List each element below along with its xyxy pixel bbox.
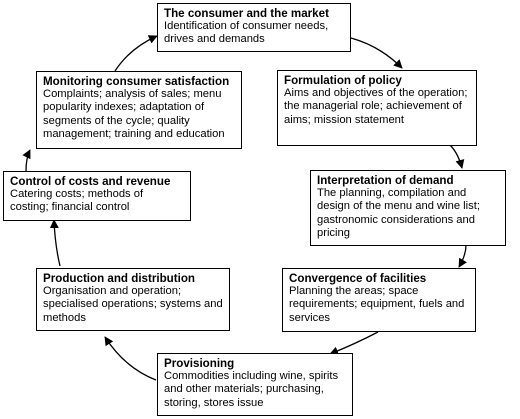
node-provisioning: Provisioning Commodities including wine,… <box>157 353 353 416</box>
node-title: Interpretation of demand <box>317 174 454 187</box>
arrow-monitoring-to-consumer <box>114 35 158 72</box>
node-body: Organisation and operation; specialised … <box>43 285 223 324</box>
node-title: Control of costs and revenue <box>10 175 171 188</box>
node-consumer-market: The consumer and the market Identificati… <box>157 3 351 52</box>
node-body: The planning, compilation and design of … <box>317 187 480 239</box>
node-title: Convergence of facilities <box>289 272 427 285</box>
node-formulation-policy: Formulation of policy Aims and objective… <box>277 70 477 146</box>
arrow-demand-to-facilities <box>458 244 467 268</box>
node-title: Monitoring consumer satisfaction <box>43 75 230 88</box>
arrow-consumer-to-policy <box>350 37 403 69</box>
node-title: Production and distribution <box>43 272 195 285</box>
arrow-production-to-control <box>49 219 61 267</box>
node-title: Provisioning <box>164 357 235 370</box>
node-body: Commodities including wine, spirits and … <box>164 370 339 409</box>
node-body: Catering costs; methods of costing; fina… <box>10 188 144 214</box>
node-title: Formulation of policy <box>284 74 402 87</box>
node-body: Aims and objectives of the operation; th… <box>284 87 468 126</box>
node-body: Complaints; analysis of sales; menu popu… <box>43 88 225 140</box>
node-body: Identification of consumer needs, drives… <box>164 20 329 46</box>
arrow-provisioning-to-production <box>104 336 157 381</box>
node-body: Planning the areas; space requirements; … <box>289 285 465 324</box>
node-interpretation-demand: Interpretation of demand The planning, c… <box>310 170 506 246</box>
arrow-facilities-to-provisioning <box>329 331 379 356</box>
node-control-costs-revenue: Control of costs and revenue Catering co… <box>3 171 191 221</box>
arrow-policy-to-demand <box>449 144 465 169</box>
node-title: The consumer and the market <box>164 7 329 20</box>
arrow-control-to-monitoring <box>22 149 31 172</box>
node-monitoring-satisfaction: Monitoring consumer satisfaction Complai… <box>36 71 242 149</box>
node-production-distribution: Production and distribution Organisation… <box>36 268 230 331</box>
node-convergence-facilities: Convergence of facilities Planning the a… <box>282 268 476 332</box>
